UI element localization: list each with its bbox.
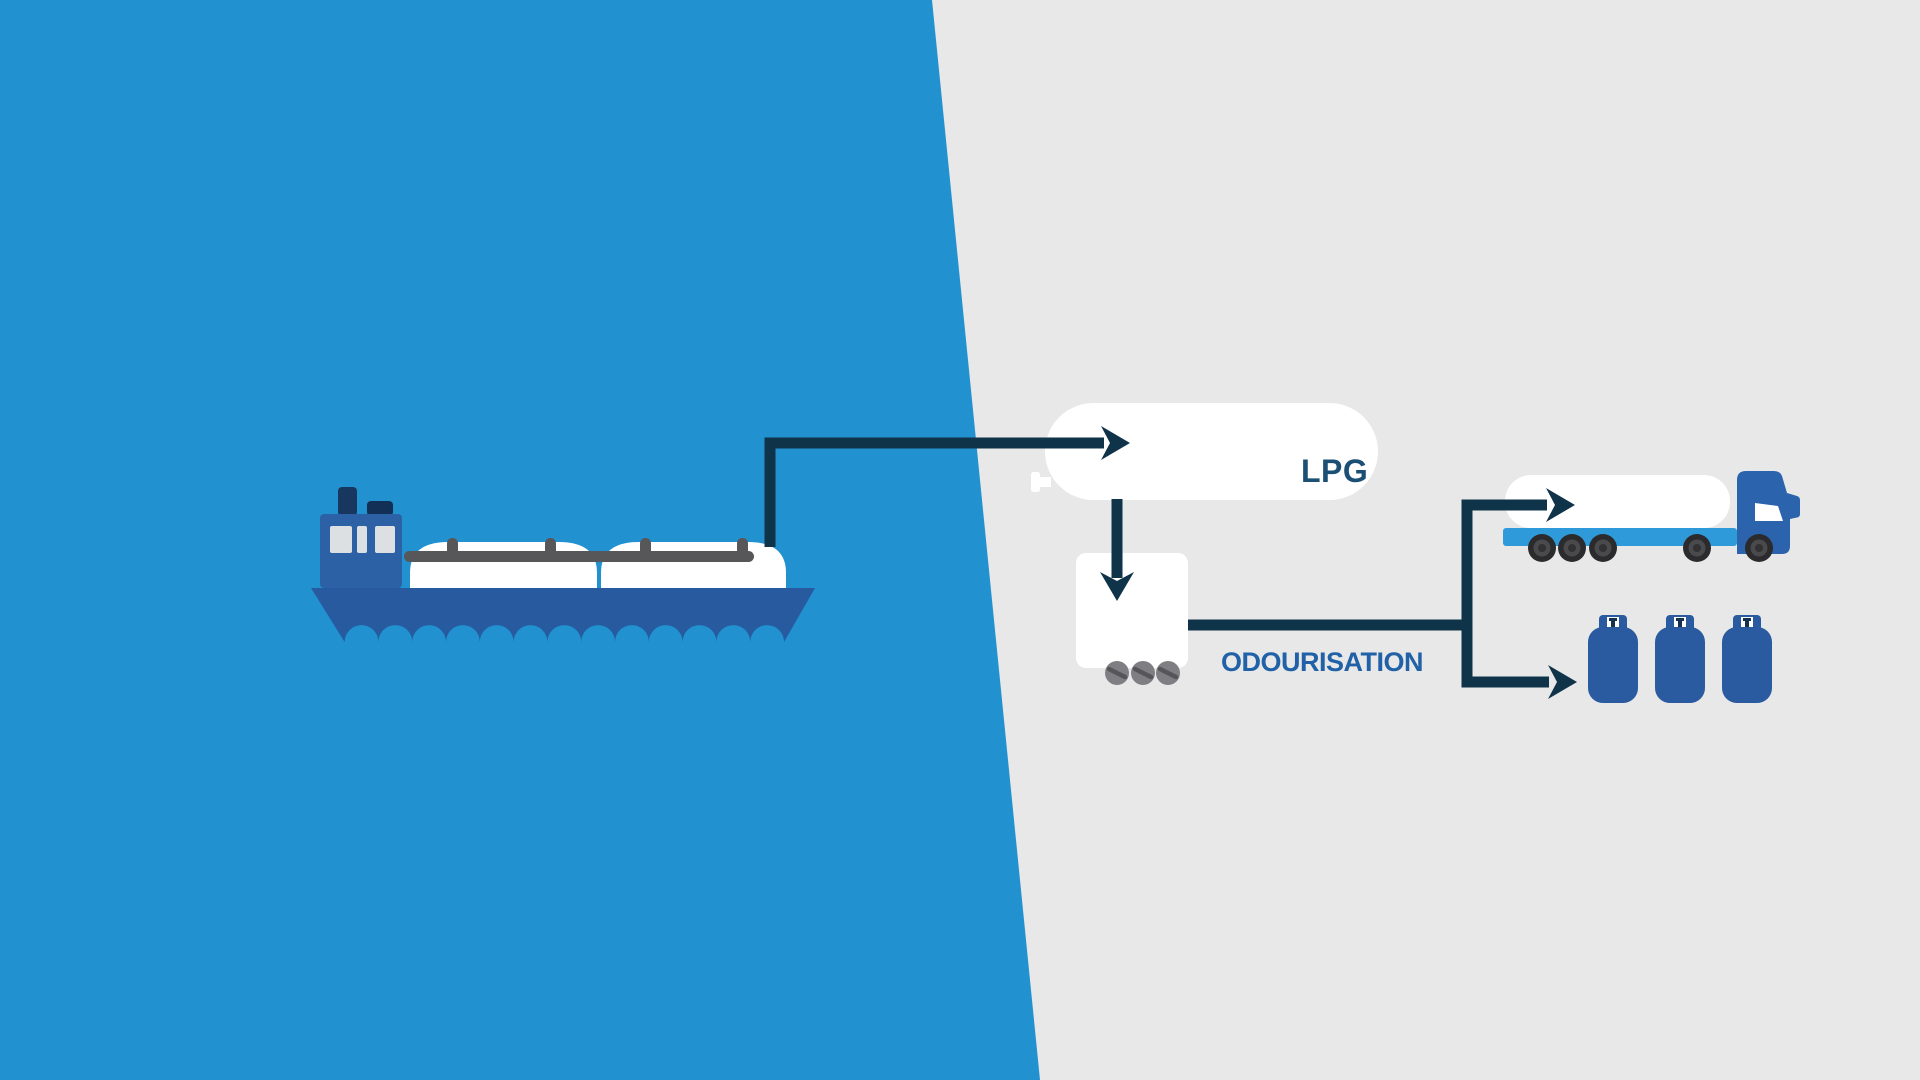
tank-vessel bbox=[1045, 403, 1378, 500]
ship-gas-dome bbox=[410, 542, 597, 588]
cylinder-valve bbox=[1745, 618, 1749, 627]
ship-hull bbox=[311, 588, 815, 642]
left-background-panel bbox=[0, 0, 1040, 1080]
gas-cylinder-icon bbox=[1588, 615, 1638, 703]
truck-wheel bbox=[1745, 534, 1773, 562]
odourisation-knob bbox=[1156, 661, 1180, 685]
truck-wheel bbox=[1558, 534, 1586, 562]
odourisation-box bbox=[1076, 553, 1188, 668]
cylinder-body bbox=[1655, 627, 1705, 703]
flow-arrow-ship-to-tank bbox=[764, 437, 1104, 547]
ship-window bbox=[357, 526, 367, 553]
cylinder-body bbox=[1722, 627, 1772, 703]
deck-rail bbox=[404, 551, 754, 562]
ship-gas-dome bbox=[601, 542, 786, 588]
ship-funnel-short bbox=[367, 501, 393, 516]
tank-nozzle-pipe bbox=[1037, 477, 1051, 487]
ship-window bbox=[330, 526, 352, 553]
gas-cylinder-icon bbox=[1655, 615, 1705, 703]
lpg-carrier-ship-icon bbox=[311, 487, 815, 642]
truck-wheel bbox=[1528, 534, 1556, 562]
flow-branch-junction bbox=[1461, 499, 1549, 688]
truck-cab-window bbox=[1755, 503, 1783, 521]
ship-funnel-tall bbox=[338, 487, 357, 516]
lpg-tank-label: LPG bbox=[1301, 453, 1369, 489]
odourisation-knob bbox=[1105, 661, 1129, 685]
odourisation-knob bbox=[1131, 661, 1155, 685]
odourisation-unit-icon bbox=[1076, 553, 1188, 685]
truck-wheel bbox=[1589, 534, 1617, 562]
cylinder-valve bbox=[1611, 618, 1615, 627]
gas-cylinder-icon bbox=[1722, 615, 1772, 703]
cylinder-body bbox=[1588, 627, 1638, 703]
ship-window bbox=[375, 526, 395, 553]
flow-arrows bbox=[764, 426, 1577, 699]
cylinder-valve bbox=[1678, 618, 1682, 627]
truck-wheel bbox=[1683, 534, 1711, 562]
odourisation-label: ODOURISATION bbox=[1221, 647, 1424, 677]
lpg-storage-tank-icon bbox=[1031, 403, 1378, 500]
truck-tank-trailer bbox=[1505, 475, 1730, 528]
tanker-truck-icon bbox=[1503, 471, 1800, 562]
